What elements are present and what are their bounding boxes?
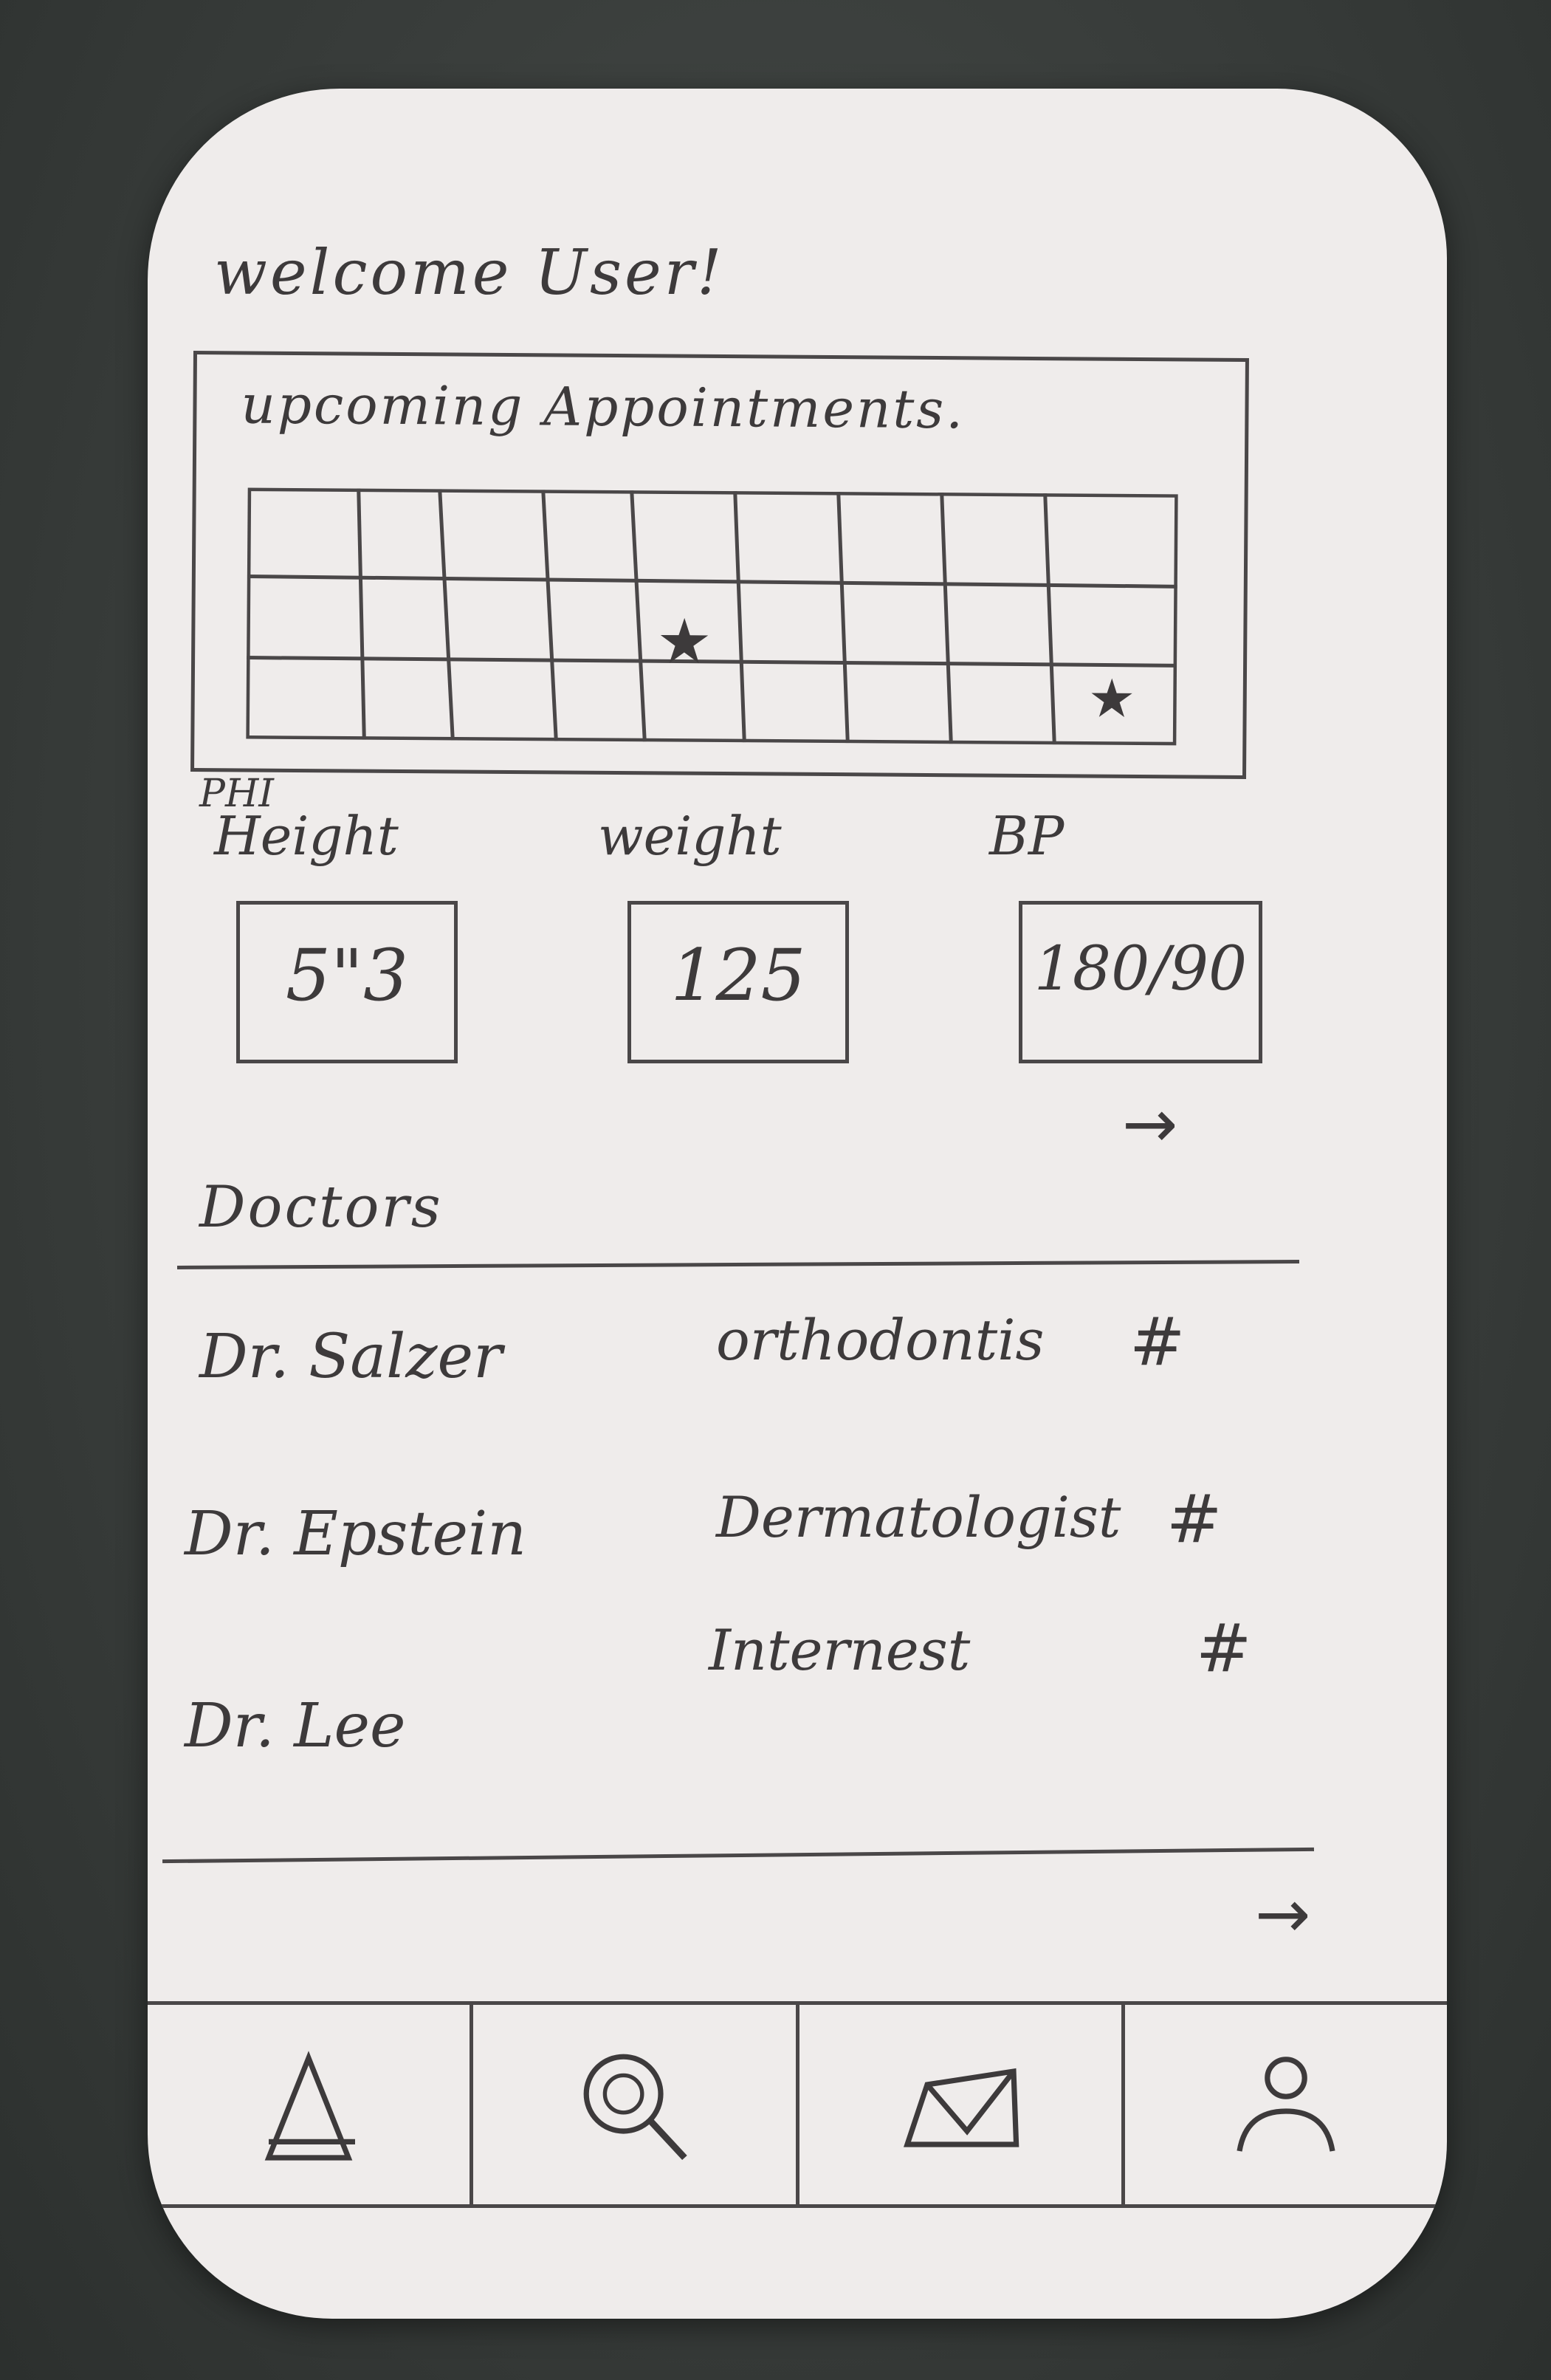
- height-value-box[interactable]: 5"3: [236, 901, 458, 1063]
- bottom-tab-bar: [148, 2001, 1447, 2208]
- bp-value-box[interactable]: 180/90: [1019, 901, 1262, 1063]
- phone-screen: welcome User! upcoming Appointments. ★ ★…: [148, 89, 1447, 2319]
- bp-label: BP: [989, 805, 1065, 867]
- appointment-marker-star[interactable]: ★: [1087, 667, 1136, 730]
- appointments-title: upcoming Appointments.: [241, 373, 966, 441]
- tab-messages[interactable]: [799, 2005, 1125, 2204]
- height-value: 5"3: [285, 934, 409, 1017]
- profile-icon: [1237, 2057, 1335, 2152]
- appointment-calendar-grid[interactable]: [246, 487, 1178, 746]
- doctors-section-title: Doctors: [199, 1174, 443, 1241]
- phi-label: PHI: [199, 772, 274, 816]
- tab-search[interactable]: [473, 2005, 799, 2204]
- appointment-marker-star[interactable]: ★: [656, 605, 712, 678]
- doctor-hash-icon[interactable]: #: [1129, 1303, 1186, 1381]
- doctor-row[interactable]: Dr. Epstein Dermatologist #: [148, 1477, 1447, 1595]
- doctor-hash-icon[interactable]: #: [1196, 1610, 1252, 1687]
- tab-profile[interactable]: [1125, 2005, 1447, 2204]
- upcoming-appointments-card[interactable]: upcoming Appointments. ★ ★: [190, 351, 1249, 779]
- home-icon: [264, 2051, 356, 2161]
- doctor-specialty: Internest: [709, 1617, 971, 1683]
- bp-value: 180/90: [1034, 934, 1248, 1004]
- weight-value: 125: [670, 934, 806, 1017]
- welcome-heading: welcome User!: [214, 236, 725, 309]
- doctors-more-arrow-icon[interactable]: →: [1255, 1876, 1311, 1953]
- doctor-hash-icon[interactable]: #: [1166, 1481, 1222, 1558]
- doctor-name: Dr. Lee: [185, 1691, 406, 1761]
- doctor-specialty: orthodontis: [716, 1307, 1045, 1373]
- search-icon: [583, 2054, 688, 2161]
- doctor-row[interactable]: Dr. Salzer orthodontis #: [148, 1300, 1447, 1418]
- weight-value-box[interactable]: 125: [627, 901, 849, 1063]
- doctor-specialty: Dermatologist: [716, 1484, 1121, 1550]
- doctors-divider-top: [176, 1260, 1300, 1269]
- doctor-row[interactable]: Dr. Lee Internest #: [148, 1610, 1447, 1765]
- tab-home[interactable]: [148, 2005, 474, 2204]
- phi-more-arrow-icon[interactable]: →: [1122, 1086, 1178, 1163]
- weight-label: weight: [598, 805, 782, 867]
- doctor-name: Dr. Epstein: [185, 1499, 527, 1569]
- doctor-name: Dr. Salzer: [199, 1322, 503, 1392]
- mail-icon: [903, 2068, 1019, 2147]
- height-label: Height: [214, 805, 399, 867]
- doctors-divider-bottom: [162, 1847, 1314, 1864]
